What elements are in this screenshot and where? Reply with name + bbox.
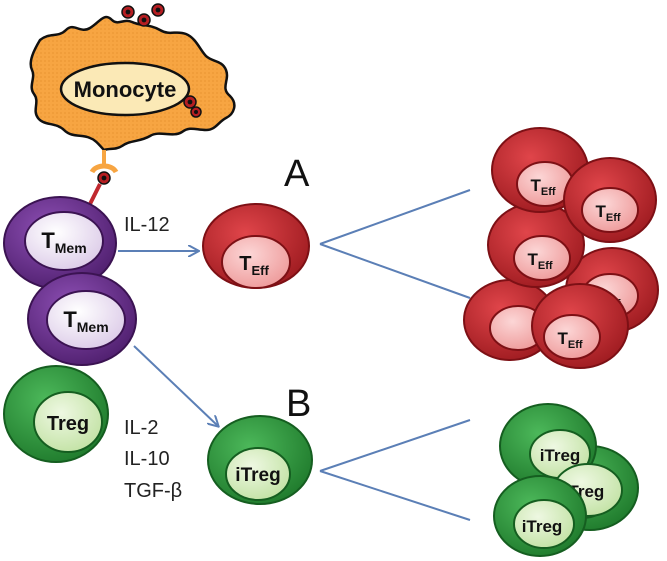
svg-text:TEff: TEff: [239, 253, 269, 278]
antigen-particle: [190, 106, 202, 118]
teff-label: T: [530, 176, 541, 195]
tmem-cell-1: TMem: [3, 196, 117, 290]
svg-text:TMem: TMem: [41, 228, 86, 256]
itreg-label: iTreg: [540, 446, 581, 465]
teff-label: T: [595, 202, 606, 221]
tmem-label: T: [63, 307, 77, 332]
expansion-line-b-upper: [319, 419, 471, 472]
teff-sub: Eff: [568, 339, 583, 351]
antigen-icon: [121, 3, 202, 118]
teff-cluster-cell: TEff: [487, 202, 585, 288]
treg-label: Treg: [47, 413, 89, 435]
pathway-a-cytokine: IL-12: [124, 214, 170, 236]
expansion-line-b-lower: [319, 470, 471, 521]
svg-text:TEff: TEff: [557, 329, 582, 351]
itreg-cluster: iTreg iTreg iTreg: [493, 403, 639, 557]
receptor-icon: [88, 150, 119, 205]
treg-cell: Treg: [3, 365, 109, 463]
arrow-b: [133, 345, 218, 426]
teff-sub: Eff: [541, 186, 556, 198]
teff-cluster: TEff TEff TEff TEff TEff: [463, 127, 659, 369]
monocyte: Monocyte: [29, 15, 236, 152]
monocyte-nucleus: [59, 61, 191, 117]
tmem-cell-2: TMem: [27, 272, 137, 366]
svg-text:TEff: TEff: [530, 176, 555, 198]
teff-cluster-cell: TEff: [531, 283, 629, 369]
expansion-line-a-upper: [319, 189, 471, 245]
teff-cluster-cell: TEff: [563, 157, 657, 243]
itreg-cell: iTreg: [207, 415, 313, 505]
itreg-label: iTreg: [522, 517, 563, 536]
teff-label: T: [527, 250, 538, 269]
monocyte-label: Monocyte: [74, 77, 177, 102]
antigen-particle: [121, 5, 135, 19]
pathway-a-letter: A: [284, 153, 310, 195]
antigen-particle: [151, 3, 165, 17]
teff-label: T: [239, 253, 251, 275]
antigen-particle: [183, 95, 197, 109]
teff-sub: Eff: [251, 263, 269, 278]
teff-sub: Eff: [606, 212, 621, 224]
expansion-line-a-lower: [319, 243, 471, 299]
itreg-cluster-cell: iTreg: [493, 475, 587, 557]
teff-label: T: [557, 329, 568, 348]
svg-text:TEff: TEff: [595, 202, 620, 224]
teff-sub: Eff: [538, 260, 553, 272]
pathway-b-cytokine-3: TGF-β: [124, 480, 182, 502]
svg-text:TEff: TEff: [527, 250, 552, 272]
pathway-b-cytokine-1: IL-2: [124, 417, 158, 439]
teff-cell: TEff: [202, 203, 310, 289]
tmem-sub: Mem: [55, 240, 87, 256]
svg-text:TMem: TMem: [63, 307, 108, 335]
itreg-label: iTreg: [235, 465, 280, 486]
tmem-label: T: [41, 228, 55, 253]
antigen-particle: [137, 13, 151, 27]
tmem-sub: Mem: [77, 319, 109, 335]
pathway-b-letter: B: [286, 383, 311, 425]
pathway-b-cytokine-2: IL-10: [124, 448, 170, 470]
